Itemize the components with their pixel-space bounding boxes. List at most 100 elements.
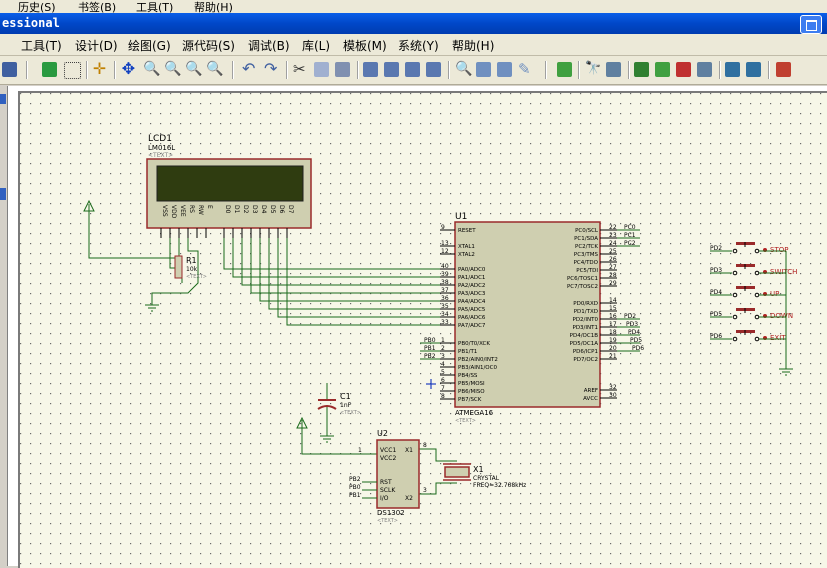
- refresh-icon[interactable]: [42, 62, 57, 77]
- title-bar: essional: [0, 13, 827, 34]
- lcd-pin-label: VDD: [170, 205, 177, 219]
- top-menu-tools[interactable]: 工具(T): [136, 1, 174, 14]
- add-sheet-icon[interactable]: [655, 62, 670, 77]
- u1-pin-name: PA6/ADC6: [458, 315, 486, 321]
- menu-item-design[interactable]: 设计(D): [75, 39, 118, 53]
- lcd-pin-label: D1: [233, 205, 240, 214]
- copy-icon[interactable]: [314, 62, 329, 77]
- r1-component[interactable]: R1 10k <TEXT>: [174, 255, 207, 280]
- grid-icon[interactable]: [64, 62, 81, 79]
- electrical-check-icon[interactable]: [746, 62, 761, 77]
- menu-item-graph[interactable]: 绘图(G): [128, 39, 171, 53]
- menu-item-debug[interactable]: 调试(B): [248, 39, 290, 53]
- u1-pin-name: PB5/MOSI: [458, 381, 485, 387]
- u1-pin-number: 15: [609, 305, 617, 312]
- block-copy-icon[interactable]: [363, 62, 378, 77]
- new-sheet-icon[interactable]: [634, 62, 649, 77]
- svg-text:PB1: PB1: [349, 492, 361, 499]
- net-label: PD4: [628, 329, 640, 336]
- redo-icon[interactable]: ↷: [264, 59, 278, 78]
- pan-icon[interactable]: ✥: [121, 59, 136, 78]
- block-move-icon[interactable]: [384, 62, 399, 77]
- lcd-pin-label: D3: [251, 205, 258, 214]
- property-assign-icon[interactable]: [606, 62, 621, 77]
- u1-pin-name: PC1/SDA: [574, 236, 598, 242]
- menu-item-system[interactable]: 系统(Y): [398, 39, 439, 53]
- remove-sheet-icon[interactable]: [676, 62, 691, 77]
- menu-item-template[interactable]: 模板(M): [343, 39, 387, 53]
- u1-pin-number: 25: [609, 248, 617, 255]
- r1-text: <TEXT>: [186, 274, 207, 280]
- x1-ref: X1: [473, 465, 484, 474]
- package-tool-icon[interactable]: [497, 62, 512, 77]
- menu-item-help[interactable]: 帮助(H): [452, 39, 495, 53]
- u1-pin-name: PA5/ADC5: [458, 307, 486, 313]
- paste-icon[interactable]: [335, 62, 350, 77]
- u1-pin-name: XTAL2: [458, 252, 475, 258]
- cursor-crosshair: [426, 379, 436, 389]
- save-icon[interactable]: [2, 62, 17, 77]
- menu-item-source[interactable]: 源代码(S): [182, 39, 235, 53]
- u1-pin-number: 18: [609, 329, 617, 336]
- lcd-text: <TEXT>: [148, 152, 173, 159]
- u2-component[interactable]: U2 DS1302 <TEXT> VCC1 VCC2 RST SCLK I/O …: [296, 416, 457, 524]
- top-menu-bookmarks[interactable]: 书签(B): [78, 1, 117, 14]
- net-label: PB0: [424, 337, 436, 344]
- menu-item-edit-clipped[interactable]: ): [0, 37, 1, 51]
- undo-icon[interactable]: ↶: [242, 59, 256, 78]
- top-menu-help[interactable]: 帮助(H): [194, 1, 233, 14]
- search-tag-icon[interactable]: 🔭: [585, 61, 602, 76]
- menu-item-library[interactable]: 库(L): [302, 39, 331, 53]
- svg-text:SCLK: SCLK: [380, 487, 396, 494]
- make-device-icon[interactable]: [476, 62, 491, 77]
- zoom-area-icon[interactable]: 🔍: [206, 61, 224, 77]
- zoom-all-icon[interactable]: 🔍: [185, 61, 203, 77]
- u1-pin-number: 28: [609, 272, 617, 279]
- x1-component[interactable]: X1 CRYSTAL FREQ=32.768kHz: [443, 463, 526, 489]
- u1-pin-number: 20: [609, 345, 617, 352]
- lcd-pin-label: D7: [287, 205, 294, 214]
- net-label: PD6: [632, 345, 644, 352]
- bill-of-materials-icon[interactable]: [725, 62, 740, 77]
- wire-autorouter-icon[interactable]: [557, 62, 572, 77]
- cut-icon[interactable]: ✂: [293, 60, 306, 78]
- u1-pin-number: 13: [441, 240, 449, 247]
- u1-pin-number: 37: [441, 287, 449, 294]
- u1-pin-number: 22: [609, 224, 617, 231]
- menu-item-tools[interactable]: 工具(T): [21, 39, 62, 53]
- zoom-in-icon[interactable]: 🔍: [143, 61, 161, 77]
- lcd-pin-label: D4: [260, 205, 267, 214]
- lcd-ref: LCD1: [148, 134, 172, 144]
- c1-component[interactable]: C1 1nF <TEXT>: [317, 383, 361, 443]
- ares-icon[interactable]: [776, 62, 791, 77]
- block-delete-icon[interactable]: [426, 62, 441, 77]
- decompose-icon[interactable]: ✎: [518, 60, 531, 78]
- button-net-label: PD6: [710, 333, 722, 340]
- top-menu-history[interactable]: 历史(S): [18, 1, 56, 14]
- block-rotate-icon[interactable]: [405, 62, 420, 77]
- u1-pin-name: PA1/ADC1: [458, 275, 485, 281]
- net-label: PD2: [624, 313, 636, 320]
- pick-device-icon[interactable]: 🔍: [455, 61, 473, 77]
- zoom-out-icon[interactable]: 🔍: [164, 61, 182, 77]
- u1-pin-number: 23: [609, 232, 617, 239]
- maximize-button[interactable]: [800, 15, 822, 34]
- button-label: SWITCH: [770, 268, 797, 276]
- lcd-pin-label: VSS: [161, 205, 168, 217]
- u1-pin-name: PC3/TMS: [574, 252, 599, 258]
- origin-icon[interactable]: ✛: [92, 59, 107, 78]
- r1-ref: R1: [186, 256, 197, 265]
- u1-text: <TEXT>: [455, 418, 476, 424]
- goto-sheet-icon[interactable]: [697, 62, 712, 77]
- u1-pin-name: PB2/AIN0/INT2: [458, 357, 498, 363]
